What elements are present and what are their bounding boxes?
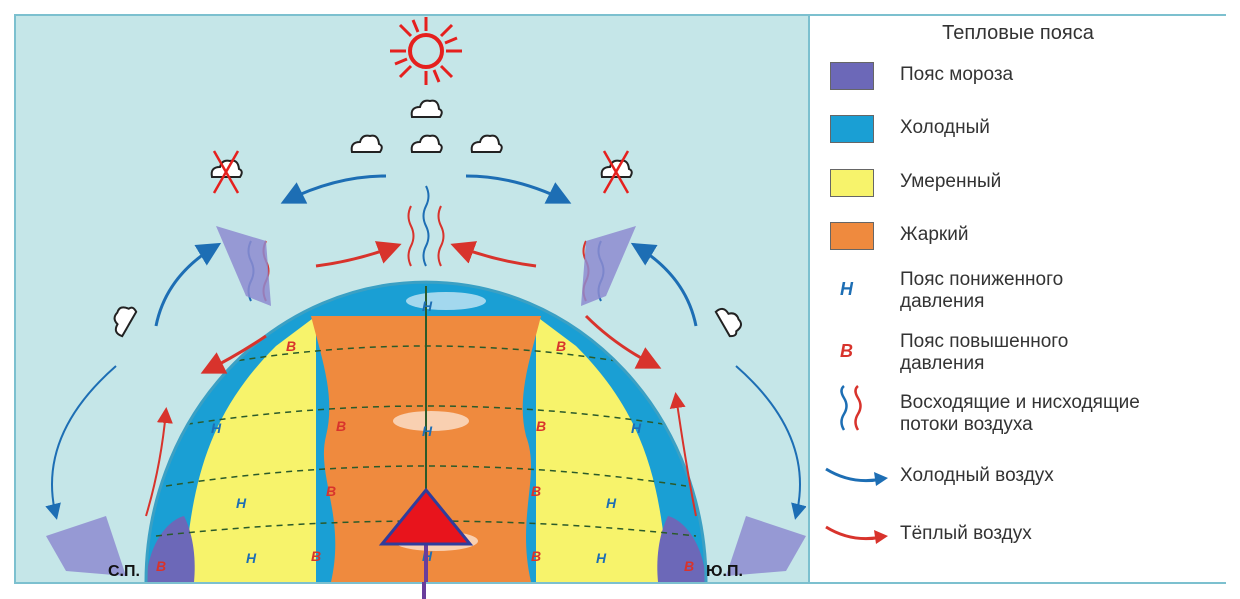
pressure-high-label: В xyxy=(336,418,346,434)
north-pole-label: С.П. xyxy=(108,563,140,580)
pointer-arrow-shaft xyxy=(422,582,426,599)
cloud-icon xyxy=(412,101,442,117)
legend-symbol: Н xyxy=(840,279,853,300)
pressure-high-label: В xyxy=(326,483,336,499)
legend-label: Пояс пониженного давления xyxy=(900,269,1063,313)
pressure-low-label: Н xyxy=(422,298,433,314)
warm-air-arrow xyxy=(316,246,396,266)
pressure-low-label: Н xyxy=(246,550,257,566)
pressure-high-label: В xyxy=(531,483,541,499)
legend-label: Пояс мороза xyxy=(900,64,1013,86)
legend-swatch xyxy=(830,222,874,250)
cold-air-arrow xyxy=(286,176,386,201)
rising-air-flow xyxy=(409,206,414,266)
pressure-low-label: Н xyxy=(422,423,433,439)
cold-air-arrow xyxy=(736,366,800,516)
pressure-high-label: В xyxy=(286,338,296,354)
legend-swatch xyxy=(830,62,874,90)
pressure-high-label: В xyxy=(684,558,694,574)
legend-label: Пояс повышенного давления xyxy=(900,331,1068,375)
pressure-high-label: В xyxy=(531,548,541,564)
cloud-icon xyxy=(352,136,382,152)
pressure-low-label: Н xyxy=(236,495,247,511)
cloud-icon xyxy=(412,136,442,152)
rising-air-flow xyxy=(424,186,429,266)
legend-label: Холодный воздух xyxy=(900,465,1054,487)
cold-air-arrow xyxy=(52,366,116,516)
sun-icon xyxy=(390,17,462,85)
pressure-high-label: В xyxy=(156,558,166,574)
cloud-icon xyxy=(716,303,745,337)
south-pole-label: Ю.П. xyxy=(706,563,743,580)
cloud-icon xyxy=(108,302,137,336)
legend-swatch xyxy=(830,169,874,197)
pressure-high-label: В xyxy=(556,338,566,354)
pressure-low-label: Н xyxy=(596,550,607,566)
legend-label: Холодный xyxy=(900,117,990,139)
rising-air-flow xyxy=(439,206,444,266)
legend-label: Жаркий xyxy=(900,224,968,246)
air-funnel xyxy=(581,226,636,306)
cloud-icon xyxy=(472,136,502,152)
legend-title: Тепловые пояса xyxy=(810,22,1226,45)
cold-air-legend-icon xyxy=(822,461,892,491)
legend-label: Восходящие и нисходящие потоки воздуха xyxy=(900,392,1140,436)
pressure-high-label: В xyxy=(536,418,546,434)
pressure-high-label: В xyxy=(311,548,321,564)
cold-air-arrow xyxy=(466,176,566,201)
pressure-low-label: Н xyxy=(631,420,642,436)
cold-air-arrow xyxy=(156,246,216,326)
pressure-low-label: Н xyxy=(211,420,222,436)
crossed-cloud-icon xyxy=(602,151,632,193)
heat-belts-diagram: Н Н Н Н Н Н Н Н Н В В В В В В В В В В xyxy=(16,16,806,582)
cold-air-arrow xyxy=(636,246,696,326)
air-flows-icon xyxy=(834,384,874,434)
frame: Н Н Н Н Н Н Н Н Н В В В В В В В В В В xyxy=(14,14,1226,584)
legend-swatch xyxy=(830,115,874,143)
legend-symbol: В xyxy=(840,341,853,362)
legend-label: Тёплый воздух xyxy=(900,523,1032,545)
pressure-low-label: Н xyxy=(606,495,617,511)
air-funnel xyxy=(216,226,271,306)
warm-air-legend-icon xyxy=(822,519,892,549)
warm-air-arrow xyxy=(456,246,536,266)
legend-label: Умеренный xyxy=(900,171,1001,193)
crossed-cloud-icon xyxy=(212,151,242,193)
